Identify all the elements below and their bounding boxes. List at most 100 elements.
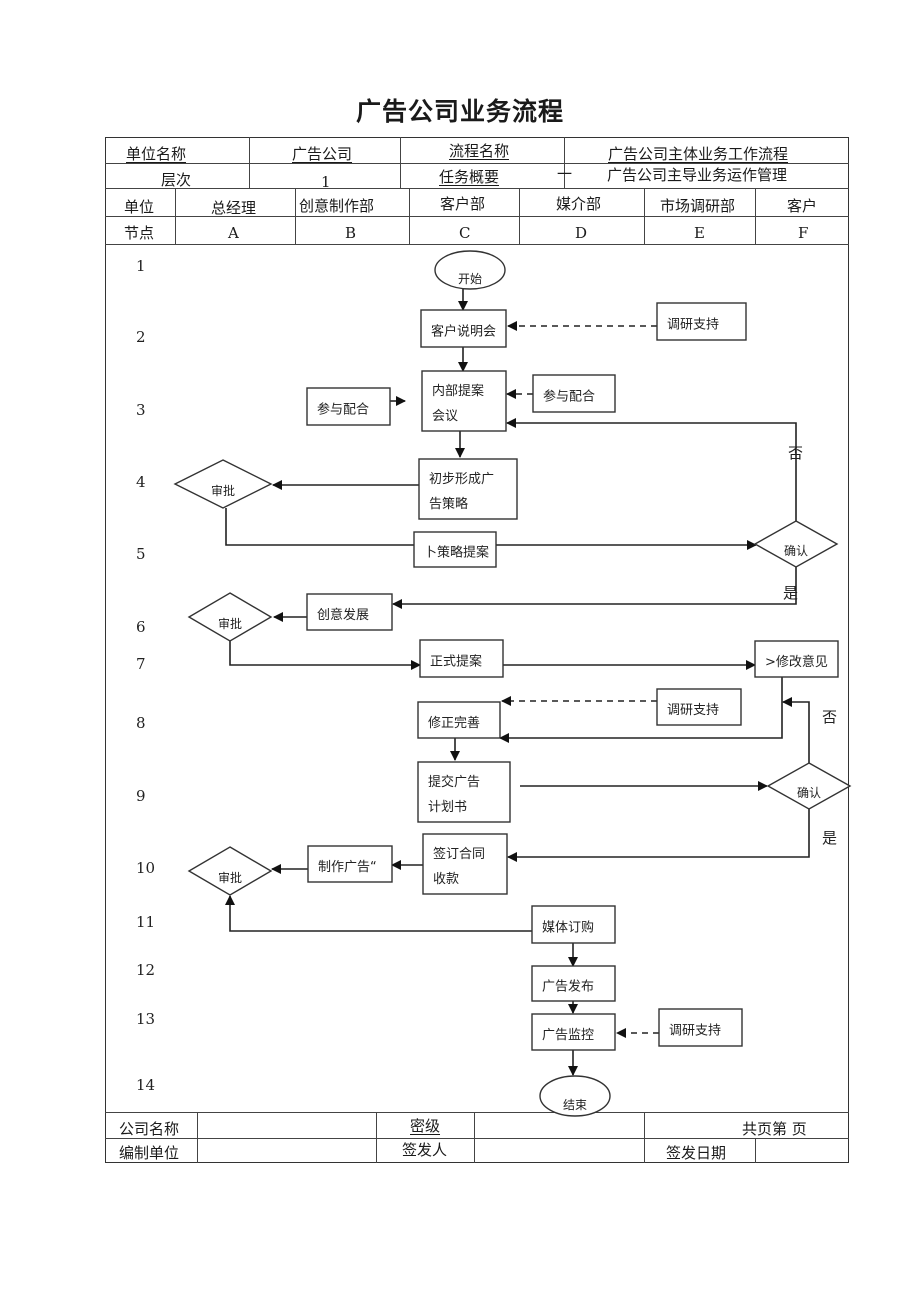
header-col-divider bbox=[400, 137, 401, 188]
pages-label: 共页第 页 bbox=[742, 1120, 807, 1138]
page-title: 广告公司业务流程 bbox=[355, 97, 564, 126]
row-number: 6 bbox=[136, 618, 146, 636]
prepared-by-label: 编制单位 bbox=[119, 1144, 180, 1162]
lane-divider bbox=[755, 188, 756, 244]
unit-column-label: 单位 bbox=[124, 198, 155, 216]
row-number: 12 bbox=[136, 961, 155, 979]
node-participate-left: 参与配合 bbox=[306, 387, 391, 426]
edge-label: 否 bbox=[822, 708, 837, 726]
edge-label: 是 bbox=[822, 829, 837, 847]
edge-confirm_1-to-internal_meeting bbox=[506, 418, 797, 521]
node-label: 结束 bbox=[563, 1098, 587, 1112]
node-label: 会议 bbox=[432, 409, 458, 424]
node-label: 确认 bbox=[784, 544, 808, 558]
edge-label: 否 bbox=[788, 444, 803, 462]
lane-header-c: 客户部 bbox=[440, 195, 486, 213]
node-label: 确认 bbox=[797, 786, 821, 800]
node-end: 结束 bbox=[539, 1075, 611, 1117]
lane-code-f: F bbox=[798, 224, 809, 242]
issuer-label: 签发人 bbox=[402, 1141, 448, 1159]
edge-label: 是 bbox=[783, 584, 798, 602]
node-participate-right: 参与配合 bbox=[532, 374, 616, 413]
row-number: 7 bbox=[136, 655, 146, 673]
lane-code-a: A bbox=[228, 224, 239, 242]
process-box bbox=[531, 1013, 616, 1051]
terminal-ellipse bbox=[539, 1075, 611, 1117]
row-number: 14 bbox=[136, 1076, 155, 1094]
level-value: 1 bbox=[321, 173, 331, 191]
footer-col-divider bbox=[644, 1112, 645, 1163]
node-research-2: 调研支持 bbox=[656, 688, 742, 726]
node-start: 开始 bbox=[434, 250, 506, 290]
lane-header-f: 客户 bbox=[787, 197, 818, 215]
node-approve-1: 审批 bbox=[173, 459, 273, 509]
process-name-label: 流程名称 bbox=[449, 142, 510, 160]
row-number: 9 bbox=[136, 787, 146, 805]
edge-media_purchase-to-approve_3 bbox=[225, 895, 532, 932]
node-label: 广告发布 bbox=[542, 979, 594, 995]
process-box bbox=[417, 701, 501, 739]
lane-header-d: 媒介部 bbox=[556, 195, 602, 213]
edge-confirm_1-to-creative_dev bbox=[392, 567, 797, 609]
process-box bbox=[306, 593, 393, 631]
process-box bbox=[306, 387, 391, 426]
header-col-divider bbox=[249, 137, 250, 188]
lane-divider bbox=[409, 188, 410, 244]
process-box bbox=[531, 965, 616, 1002]
process-box bbox=[417, 761, 511, 823]
node-research-1: 调研支持 bbox=[656, 302, 747, 341]
process-box bbox=[307, 845, 393, 883]
node-revise: 修正完善 bbox=[417, 701, 501, 739]
process-box bbox=[656, 302, 747, 341]
header-col-divider bbox=[564, 137, 565, 188]
level-label: 层次 bbox=[161, 171, 192, 189]
company-name-label: 公司名称 bbox=[119, 1120, 180, 1138]
terminal-ellipse bbox=[434, 250, 506, 290]
edge-approve_2-to-formal_proposal bbox=[229, 641, 421, 670]
footer-col-divider bbox=[755, 1138, 756, 1163]
node-ad-monitor: 广告监控 bbox=[531, 1013, 616, 1051]
row-number: 1 bbox=[136, 257, 146, 275]
process-box bbox=[532, 374, 616, 413]
node-label: 审批 bbox=[218, 870, 242, 885]
node-client-briefing: 客户说明会 bbox=[420, 309, 507, 348]
lane-header-e: 市场调研部 bbox=[660, 197, 736, 215]
node-label: 签订合同 bbox=[433, 846, 485, 862]
lane-divider bbox=[175, 188, 176, 244]
process-box bbox=[658, 1008, 743, 1047]
issue-date-label: 签发日期 bbox=[666, 1144, 727, 1162]
footer-divider bbox=[105, 1138, 849, 1139]
node-research-3: 调研支持 bbox=[658, 1008, 743, 1047]
row-number: 3 bbox=[136, 401, 146, 419]
node-label: 调研支持 bbox=[667, 703, 719, 718]
lane-divider bbox=[295, 188, 296, 244]
lane-code-d: D bbox=[575, 224, 588, 242]
node-label: >修改意见 bbox=[765, 654, 828, 670]
unit-name-value: 广告公司 bbox=[292, 145, 353, 163]
node-label: 广告监控 bbox=[542, 1028, 594, 1043]
node-revision-opinion: >修改意见 bbox=[754, 640, 839, 678]
node-label: 媒体订购 bbox=[542, 920, 594, 936]
footer-col-divider bbox=[197, 1112, 198, 1163]
lane-code-c: C bbox=[459, 224, 471, 242]
node-creative-dev: 创意发展 bbox=[306, 593, 393, 631]
footer-divider bbox=[105, 1112, 849, 1113]
process-box bbox=[420, 309, 507, 348]
node-label: 调研支持 bbox=[667, 318, 719, 333]
process-box bbox=[422, 833, 508, 895]
node-column-label: 节点 bbox=[124, 224, 155, 242]
process-box bbox=[754, 640, 839, 678]
process-box bbox=[413, 531, 497, 568]
node-approve-2: 审批 bbox=[187, 592, 273, 642]
node-label: 审批 bbox=[218, 616, 242, 631]
node-label: 制作广告“ bbox=[318, 860, 377, 875]
task-summary-value: 广告公司主导业务运作管理 bbox=[607, 166, 788, 184]
node-label: 修正完善 bbox=[428, 715, 480, 731]
task-summary-dash: 一 bbox=[557, 165, 573, 183]
node-label: 客户说明会 bbox=[431, 324, 496, 340]
process-name-value: 广告公司主体业务工作流程 bbox=[608, 145, 789, 163]
